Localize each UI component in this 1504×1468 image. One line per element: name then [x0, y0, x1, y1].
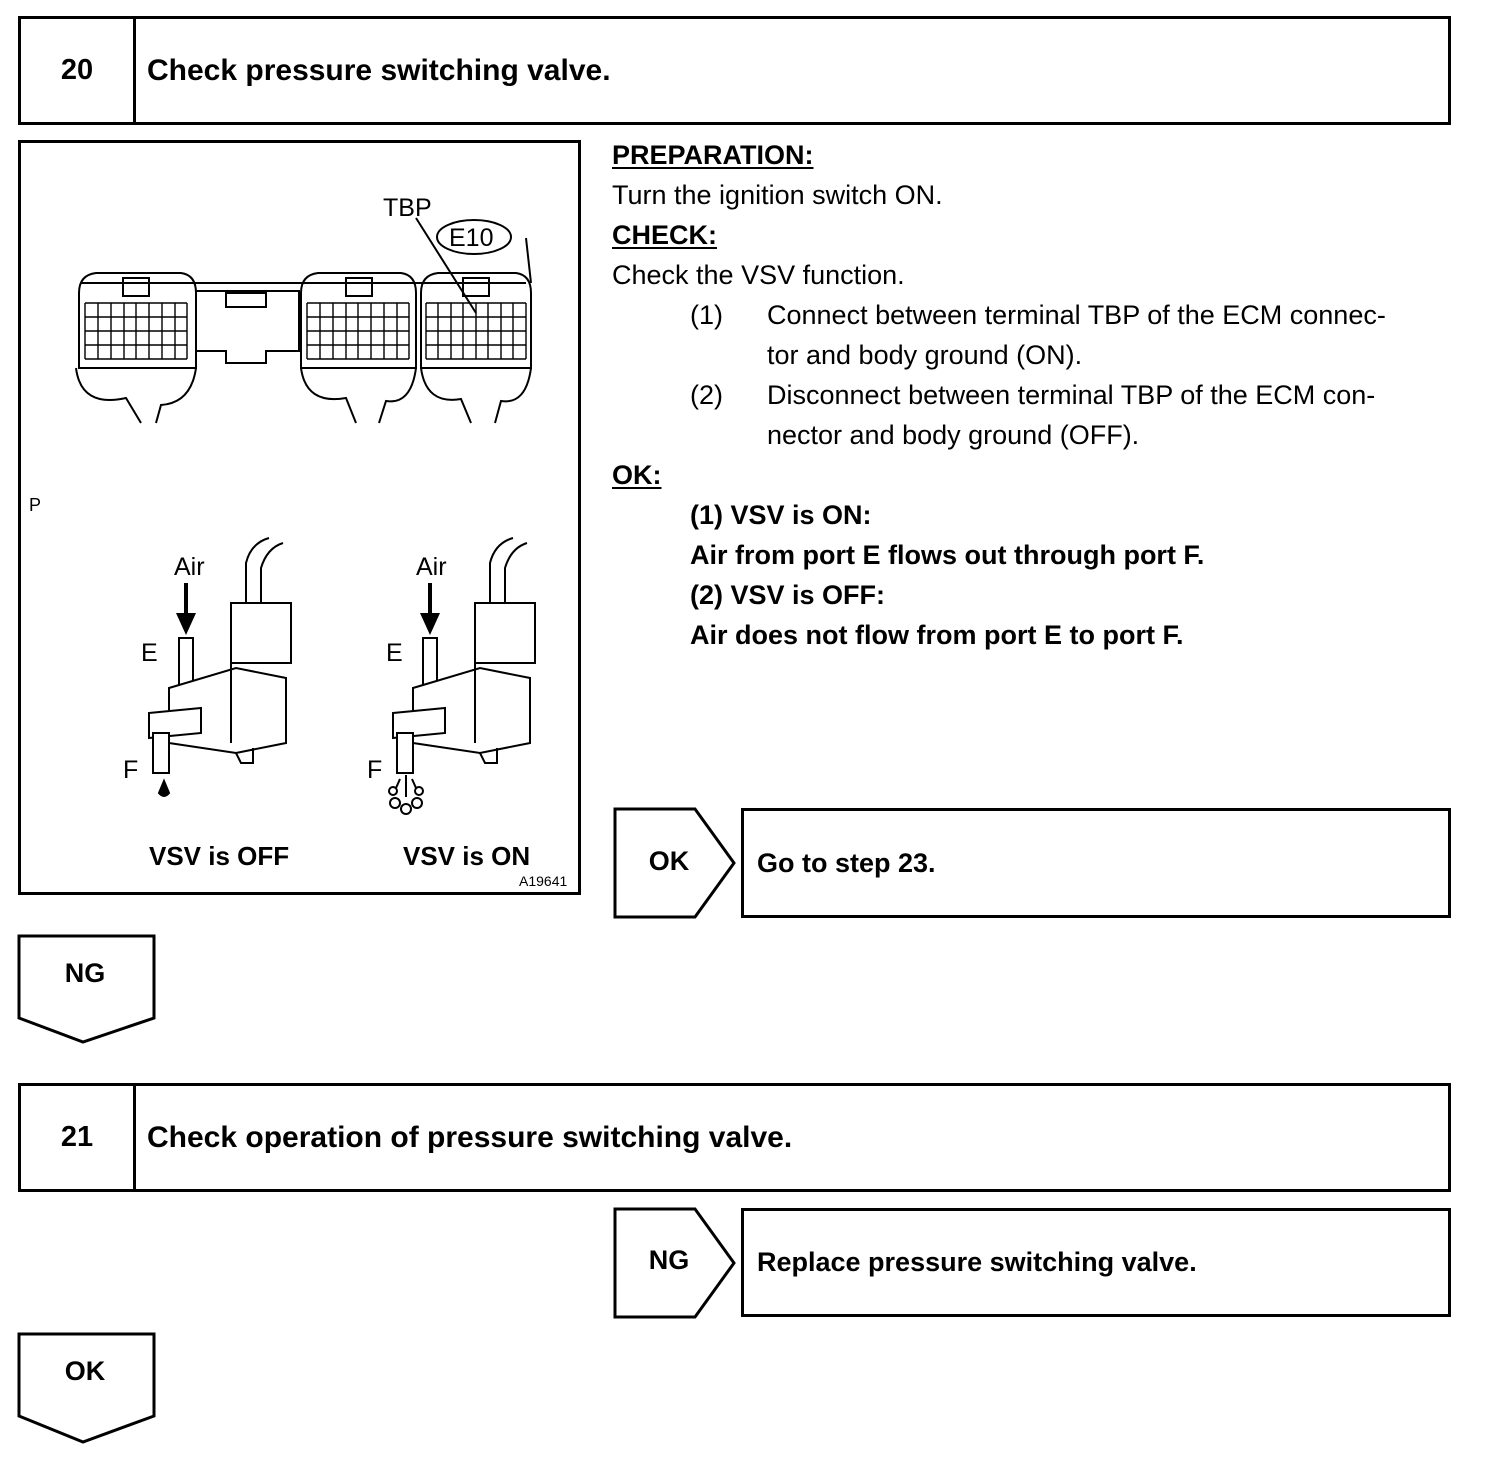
preparation-text: Turn the ignition switch ON. — [612, 180, 943, 210]
step-number: 21 — [21, 1086, 136, 1189]
ok-down-arrow — [17, 1332, 156, 1444]
step-20-header: 20 Check pressure switching valve. — [18, 16, 1451, 125]
vsv-on-illustration — [388, 537, 536, 815]
step-title: Check operation of pressure switching va… — [147, 1120, 793, 1154]
ok-heading: OK: — [612, 460, 662, 490]
preparation-heading: PREPARATION: — [612, 140, 814, 170]
e10-callout-ellipse — [436, 219, 512, 255]
ok-line-3: (2) VSV is OFF: — [690, 580, 886, 610]
check-item-1-line1: Connect between terminal TBP of the ECM … — [767, 300, 1386, 330]
check-item-2-line2: nector and body ground (OFF). — [767, 420, 1140, 450]
caption-vsv-off: VSV is OFF — [149, 841, 289, 871]
figure-vsv-diagram: TBP E10 P Air E F — [18, 140, 581, 895]
tbp-leader-line — [415, 217, 477, 314]
step-21-header: 21 Check operation of pressure switching… — [18, 1083, 1451, 1192]
ecm-connector — [75, 237, 532, 424]
ok-arrow-badge — [613, 807, 736, 919]
tbp-label: TBP — [383, 194, 432, 222]
check-item-2-num: (2) — [690, 380, 723, 410]
step-number: 20 — [21, 19, 136, 122]
e10-label: E10 — [449, 224, 493, 252]
port-e-label-left: E — [141, 639, 158, 667]
ok-down-arrow-label: OK — [64, 1356, 106, 1386]
margin-mark: P — [29, 495, 41, 515]
diagram-illustration: TBP E10 P Air E F — [29, 194, 567, 889]
replace-valve-box: Replace pressure switching valve. — [741, 1208, 1451, 1317]
air-label-left: Air — [174, 553, 205, 581]
figure-code: A19641 — [519, 873, 567, 889]
terminal-grids — [84, 302, 527, 360]
port-e-label-right: E — [386, 639, 403, 667]
ng-down-arrow — [17, 934, 156, 1044]
air-arrow-left — [176, 583, 196, 635]
ok-badge-label: OK — [648, 846, 690, 876]
go-to-step-box: Go to step 23. — [741, 808, 1451, 918]
port-f-label-right: F — [367, 756, 382, 784]
port-f-label-left: F — [123, 756, 138, 784]
vsv-off-illustration — [148, 537, 292, 797]
step-title: Check pressure switching valve. — [147, 53, 611, 87]
check-item-2-line1: Disconnect between terminal TBP of the E… — [767, 380, 1376, 410]
check-item-1-num: (1) — [690, 300, 723, 330]
ng-badge-label: NG — [648, 1245, 690, 1275]
ng-arrow-badge — [613, 1207, 736, 1319]
check-item-1-line2: tor and body ground (ON). — [767, 340, 1083, 370]
ok-line-4: Air does not flow from port E to port F. — [690, 620, 1184, 650]
ok-line-2: Air from port E flows out through port F… — [690, 540, 1205, 570]
check-text: Check the VSV function. — [612, 260, 905, 290]
caption-vsv-on: VSV is ON — [403, 841, 530, 871]
air-arrow-right — [420, 583, 440, 635]
check-heading: CHECK: — [612, 220, 717, 250]
ng-down-arrow-label: NG — [64, 958, 106, 988]
ok-line-1: (1) VSV is ON: — [690, 500, 872, 530]
air-label-right: Air — [416, 553, 447, 581]
